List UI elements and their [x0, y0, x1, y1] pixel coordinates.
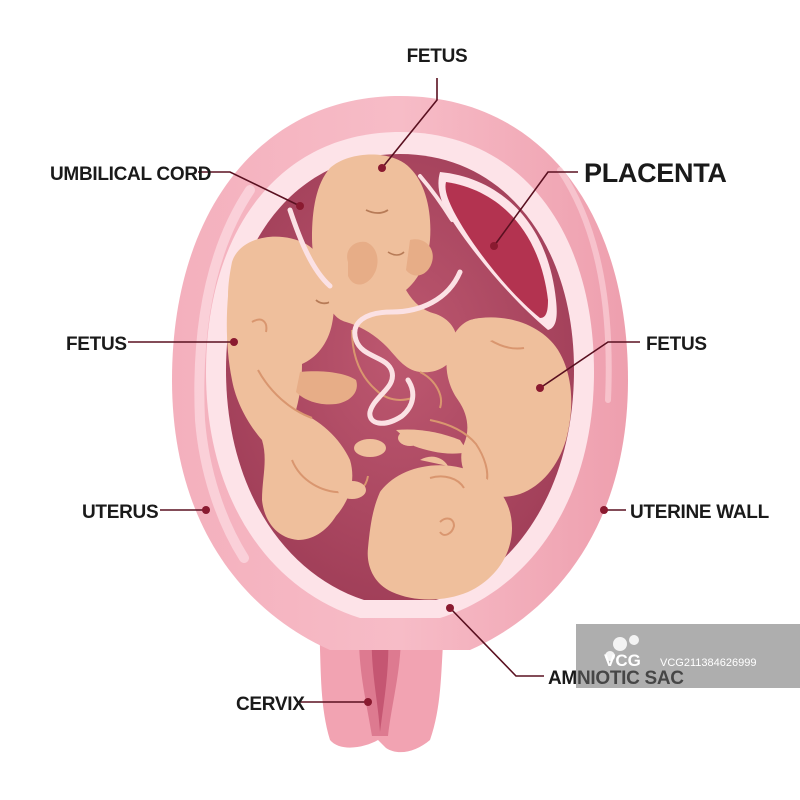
fetus-right — [396, 317, 572, 497]
label-placenta: PLACENTA — [584, 158, 727, 188]
fetus-top — [312, 154, 458, 409]
leader-lines — [128, 78, 640, 706]
fetus-bottom — [367, 456, 512, 600]
label-cervix: CERVIX — [236, 694, 305, 715]
label-uterine-wall: UTERINE WALL — [630, 502, 770, 523]
umbilical-cords — [287, 174, 463, 426]
watermark-logo: VCG — [604, 651, 641, 670]
label-fetus-right: FETUS — [646, 334, 707, 355]
watermark-logo-icon — [605, 635, 639, 661]
label-umbilical-cord: UMBILICAL CORD — [50, 164, 211, 185]
label-fetus-left: FETUS — [66, 334, 127, 355]
watermark: VCG VCG211384626999 — [576, 624, 800, 688]
label-uterus: UTERUS — [82, 502, 158, 523]
placenta-shape — [438, 172, 557, 330]
fetus-left — [226, 236, 386, 540]
label-fetus-top: FETUS — [407, 46, 468, 67]
watermark-id: VCG211384626999 — [660, 657, 756, 669]
